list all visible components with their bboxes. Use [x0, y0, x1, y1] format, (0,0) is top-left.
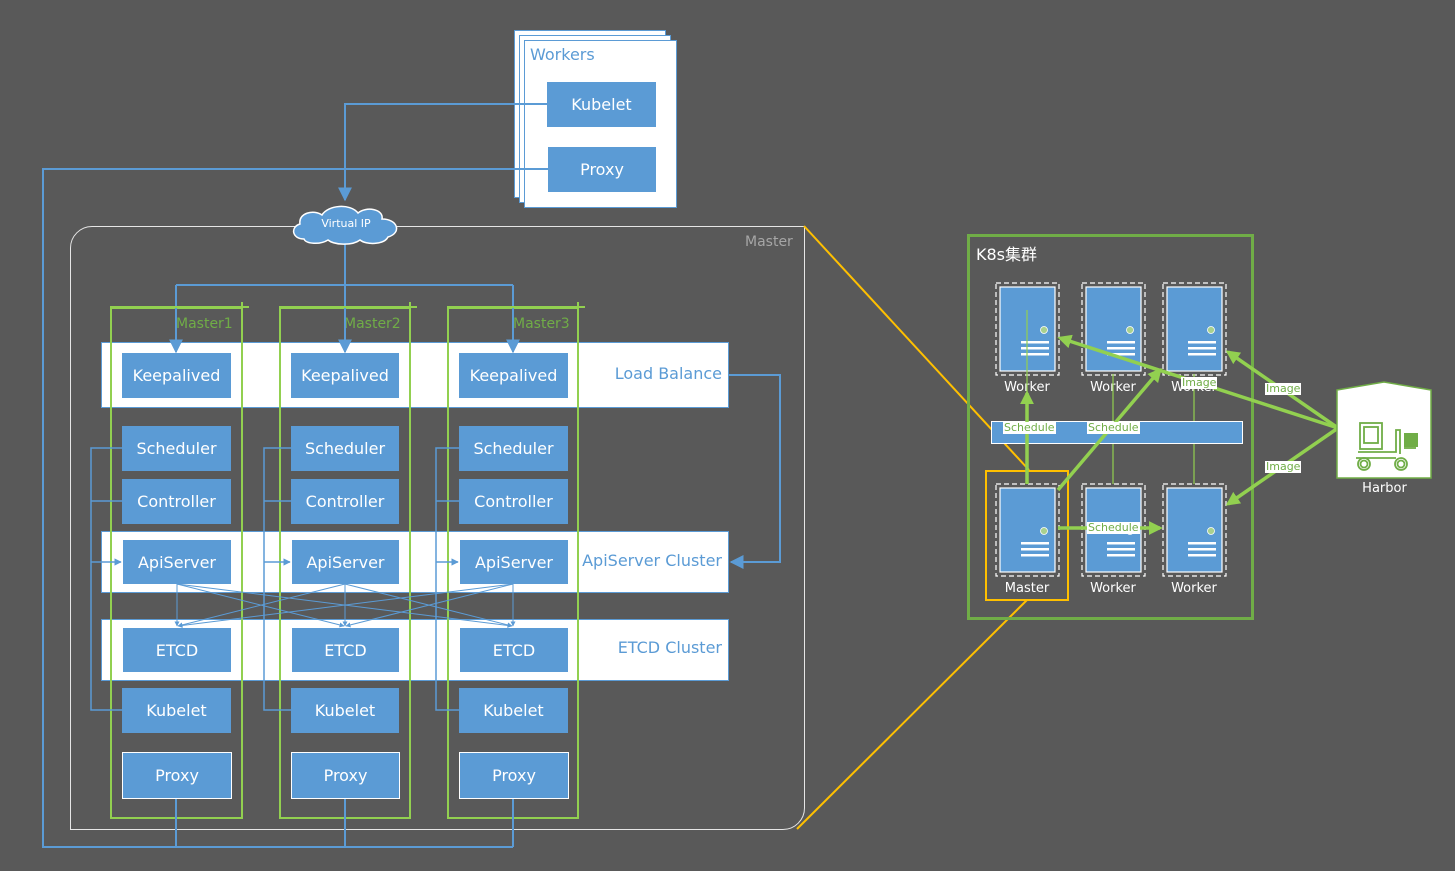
keepalived-box[interactable]: Keepalived	[291, 353, 399, 398]
harbor-registry[interactable]: Harbor	[1336, 380, 1433, 502]
apiserver-box[interactable]: ApiServer	[460, 540, 568, 584]
warehouse-forklift-icon	[1336, 381, 1432, 479]
proxy-box[interactable]: Proxy	[459, 752, 569, 799]
apiserver-box[interactable]: ApiServer	[292, 540, 399, 584]
etcd-box[interactable]: ETCD	[123, 628, 231, 672]
proxy-box[interactable]: Proxy	[122, 752, 232, 799]
scheduler-box[interactable]: Scheduler	[459, 426, 568, 471]
server-label-bottom-1: Master	[1004, 581, 1050, 596]
image-tag: Image	[1181, 376, 1218, 389]
image-tag: Image	[1265, 460, 1302, 473]
kubelet-box[interactable]: Kubelet	[122, 688, 231, 733]
image-tag: Image	[1265, 382, 1302, 395]
etcd-box[interactable]: ETCD	[292, 628, 399, 672]
keepalived-box[interactable]: Keepalived	[122, 353, 231, 398]
server-label-bottom-2: Worker	[1090, 581, 1136, 596]
load-balance-label: Load Balance	[614, 364, 722, 383]
schedule-tag: Schedule	[1087, 521, 1140, 534]
controller-box[interactable]: Controller	[122, 479, 231, 524]
server-label-top-2: Worker	[1090, 380, 1136, 395]
k8s-cluster-title: K8s集群	[976, 245, 1038, 264]
virtual-ip-cloud[interactable]: Virtual IP	[290, 203, 402, 245]
virtual-ip-label: Virtual IP	[321, 217, 371, 230]
scheduler-box[interactable]: Scheduler	[122, 426, 231, 471]
cloud-icon	[292, 205, 398, 245]
kubelet-box[interactable]: Kubelet	[459, 688, 568, 733]
controller-box[interactable]: Controller	[291, 479, 399, 524]
workers-title: Workers	[530, 45, 595, 64]
proxy-box[interactable]: Proxy	[291, 752, 400, 799]
etcd-box[interactable]: ETCD	[460, 628, 568, 672]
master-region-title: Master	[745, 234, 793, 250]
master-node-label: Master1	[176, 316, 233, 332]
workers-proxy[interactable]: Proxy	[548, 147, 656, 192]
harbor-label: Harbor	[1362, 481, 1407, 496]
workers-kubelet[interactable]: Kubelet	[547, 82, 656, 127]
controller-box[interactable]: Controller	[459, 479, 568, 524]
schedule-tag: Schedule	[1087, 421, 1140, 434]
apiserver-cluster-label: ApiServer Cluster	[582, 551, 722, 570]
keepalived-box[interactable]: Keepalived	[459, 353, 568, 398]
kubelet-box[interactable]: Kubelet	[291, 688, 399, 733]
server-label-bottom-3: Worker	[1171, 581, 1217, 596]
etcd-cluster-label: ETCD Cluster	[617, 638, 722, 657]
server-label-top-1: Worker	[1004, 380, 1050, 395]
master-node-label: Master2	[344, 316, 401, 332]
master-node-label: Master3	[513, 316, 570, 332]
zoom-link-bottom	[796, 599, 1028, 830]
apiserver-box[interactable]: ApiServer	[123, 540, 231, 584]
scheduler-box[interactable]: Scheduler	[291, 426, 399, 471]
schedule-tag: Schedule	[1003, 421, 1056, 434]
